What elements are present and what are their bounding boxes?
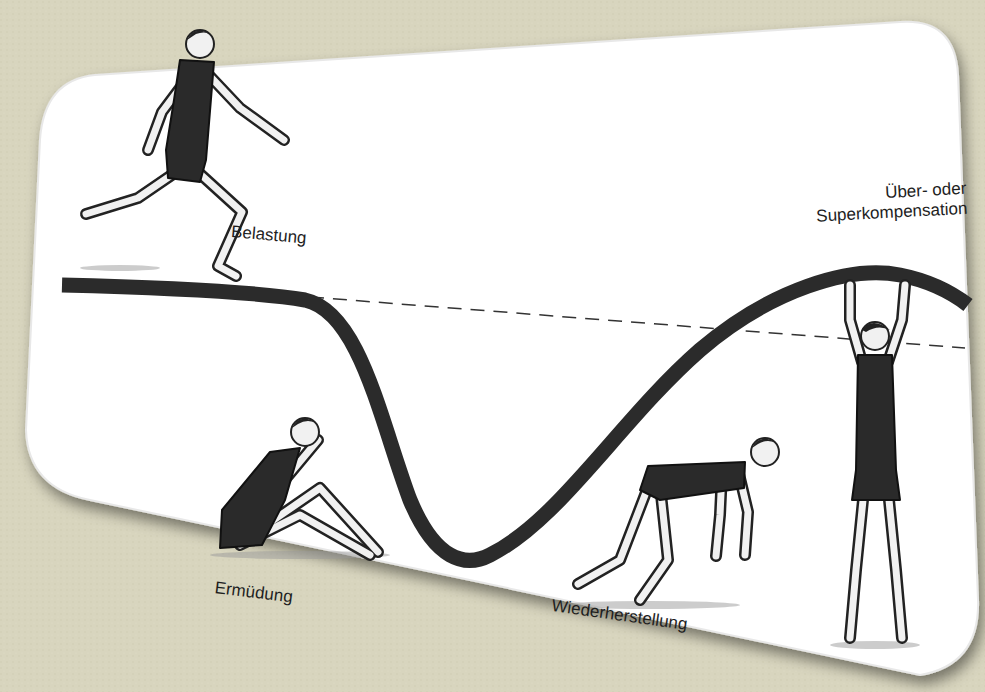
card — [26, 22, 978, 675]
ground-stipple — [80, 265, 920, 649]
performance-curve — [62, 273, 968, 560]
supercompensation-figure — [850, 285, 905, 638]
tired-figure — [220, 418, 378, 555]
recovering-figure — [578, 438, 779, 600]
